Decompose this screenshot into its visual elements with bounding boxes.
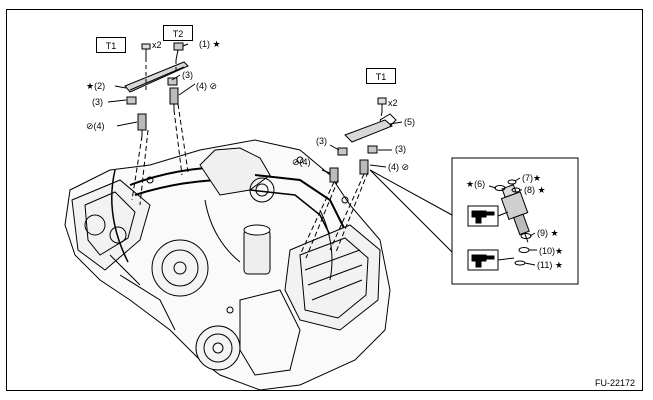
torque-label: T1 bbox=[375, 72, 387, 82]
bolt-t1-right bbox=[377, 97, 387, 112]
x2-right: x2 bbox=[388, 98, 398, 108]
svg-text:⊘(4): ⊘(4) bbox=[292, 157, 311, 167]
oil-apply-icon-lower bbox=[467, 249, 499, 271]
diagram-frame bbox=[6, 9, 643, 391]
x2-left: x2 bbox=[152, 40, 162, 50]
part-3-clip-left-b bbox=[167, 77, 178, 86]
left-fuel-rail-group bbox=[107, 42, 196, 206]
callout-4-right-b: (4) bbox=[388, 162, 399, 172]
svg-text:(10)★: (10)★ bbox=[539, 246, 563, 256]
part-1-fastener bbox=[173, 42, 184, 61]
callout-4-right-a: (4) bbox=[300, 157, 311, 167]
part-9-seal bbox=[520, 233, 532, 239]
callout-6: (6) bbox=[474, 179, 485, 189]
callout-2: (2) bbox=[94, 81, 105, 91]
callout-9: (9) bbox=[537, 228, 548, 238]
callout-11: (11) bbox=[537, 260, 552, 270]
callout-4-left-b: (4) bbox=[196, 81, 207, 91]
svg-text:(7)★: (7)★ bbox=[522, 173, 541, 183]
callout-3-left-b: (3) bbox=[182, 70, 193, 80]
right-fuel-rail-group bbox=[299, 97, 453, 259]
part-2-fuel-rail bbox=[124, 61, 189, 93]
callout-1: (1) bbox=[199, 39, 210, 49]
part-4-injector-left-b bbox=[169, 87, 179, 110]
oil-apply-icon-upper bbox=[467, 205, 499, 227]
svg-text:⊘(4): ⊘(4) bbox=[86, 121, 105, 131]
part-3-clip-right-b bbox=[367, 145, 378, 154]
part-4-injector-left-a bbox=[137, 113, 147, 136]
bolt-t1-left bbox=[141, 43, 151, 58]
callout-4-left-a: (4) bbox=[94, 121, 105, 131]
torque-box-t1-right: T1 bbox=[366, 68, 396, 84]
torque-label: T1 bbox=[105, 41, 117, 51]
svg-text:(9) ★: (9) ★ bbox=[537, 228, 559, 238]
callout-3-left-a: (3) bbox=[92, 97, 103, 107]
part-3-clip-right-a bbox=[337, 147, 348, 156]
part-4-injector-right-b bbox=[359, 159, 369, 175]
svg-text:★(6): ★(6) bbox=[466, 179, 485, 189]
svg-text:(4) ⊘: (4) ⊘ bbox=[196, 81, 217, 91]
callout-10: (10) bbox=[539, 246, 555, 256]
svg-text:(4) ⊘: (4) ⊘ bbox=[388, 162, 409, 172]
callout-3-right-b: (3) bbox=[395, 144, 406, 154]
callout-5: (5) bbox=[404, 117, 415, 127]
callout-8: (8) bbox=[524, 185, 535, 195]
callout-3-right-a: (3) bbox=[316, 136, 327, 146]
part-4-injector-right-a bbox=[329, 167, 339, 183]
injector-detail-box bbox=[451, 157, 579, 285]
part-7-seal bbox=[507, 179, 517, 185]
torque-box-t1-left: T1 bbox=[96, 37, 126, 53]
part-5-fuel-rail bbox=[344, 119, 393, 143]
svg-text:(8) ★: (8) ★ bbox=[524, 185, 546, 195]
callout-labels: (1) ★ ★(2) (3) (3) ⊘(4) (4) ⊘ x2 x2 (5) … bbox=[86, 39, 563, 270]
svg-text:(11) ★: (11) ★ bbox=[537, 260, 563, 270]
part-3-clip-left-a bbox=[126, 96, 137, 105]
torque-box-t2: T2 bbox=[163, 25, 193, 41]
torque-label: T2 bbox=[172, 29, 184, 39]
engine-illustration bbox=[64, 139, 391, 391]
callout-7: (7) bbox=[522, 173, 533, 183]
svg-text:(1) ★: (1) ★ bbox=[199, 39, 221, 49]
figure-id: FU-22172 bbox=[595, 378, 636, 388]
svg-text:★(2): ★(2) bbox=[86, 81, 105, 91]
